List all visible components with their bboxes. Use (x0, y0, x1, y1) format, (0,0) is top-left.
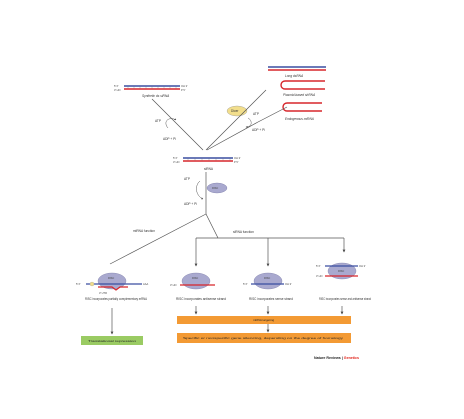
endogenous-mirna-label: Endogenous miRNA (285, 117, 314, 121)
adp-label-2: ADP + Pi (252, 128, 265, 132)
branch-lines (109, 213, 346, 267)
antisense-risc-node: RISC 3' HO (170, 272, 215, 290)
synthetic-sirna-5p: 5' P (114, 84, 119, 88)
antisense-risc-label: RISC (192, 276, 198, 280)
sirna-oh3: OH 3' (234, 156, 241, 160)
dicer: Dicer (226, 105, 248, 117)
mirna-5p: 5' P (76, 282, 81, 286)
both-oh3: OH 3' (359, 264, 366, 268)
both-5p: 5' P (316, 264, 321, 268)
synthetic-sirna: 5' P OH 3' 3' HO P 5' Synthetic ds siRNA (114, 84, 188, 98)
atp-cycle-right: ATP ADP + Pi (245, 112, 265, 132)
credit-main: Nature Reviews (314, 356, 341, 360)
sense-risc-node: RISC 5' P OH 3' (243, 272, 292, 290)
sirna-duplex: 5' P OH 3' 3' HO P 5' siRNA (173, 156, 241, 171)
mirna-utr: 3' UTR (99, 291, 107, 295)
convergence-lines (151, 89, 288, 151)
atp-cycle-left: ATP ADP + Pi (155, 118, 177, 141)
long-dsrna: Long dsRNA (268, 66, 326, 78)
adp-label-1: ADP + Pi (163, 137, 176, 141)
dicer-label: Dicer (231, 109, 239, 113)
both-ho3: 3' HO (316, 274, 323, 278)
endogenous-mirna: Endogenous miRNA (282, 102, 322, 121)
silencing-label: Specific or nonspecific gene silencing, … (183, 336, 344, 340)
caption-antisense: RISC incorporates antisense strand (176, 297, 226, 301)
caption-both: RISC incorporates sense and antisense st… (319, 297, 371, 301)
translational-repression-box: Translational repression (81, 336, 143, 345)
mrna-targeting-box: mRNA targeting (177, 316, 351, 324)
sirna-ho3: 3' HO (173, 160, 180, 164)
atp-label-3: ATP (184, 177, 190, 181)
adp-label-3: ADP + Pi (184, 202, 197, 206)
mirna-risc-label: RISC (108, 276, 114, 280)
sense-5p: 5' P (243, 282, 248, 286)
mirna-risc-node: RISC 5' P AAA 3' UTR (76, 272, 148, 295)
mirna-function-label: miRNA function (133, 229, 155, 233)
risc-top-label: RISC (212, 186, 218, 190)
sirna-5p: 5' P (173, 156, 178, 160)
both-risc-label: RISC (338, 269, 344, 273)
sirna-label: siRNA (204, 167, 214, 171)
dicer-ellipse (226, 105, 248, 117)
synthetic-sirna-ho3: 3' HO (114, 88, 121, 92)
translational-repression-label: Translational repression (88, 339, 136, 343)
caption-mirna: RISC incorporates partially complementar… (85, 297, 148, 301)
mrna-targeting-label: mRNA targeting (253, 318, 275, 322)
plasmid-shrna-label: Plasmid-based shRNA (283, 93, 315, 97)
atp-cycle-bottom: ATP ADP + Pi (184, 177, 204, 206)
caption-sense: RISC incorporates sense strand (249, 297, 293, 301)
credit-separator: | (341, 356, 344, 360)
sirna-function-label: siRNA function (233, 230, 254, 234)
sense-oh3: OH 3' (285, 282, 292, 286)
credit-sub: Genetics (344, 356, 359, 360)
atp-label-1: ATP (155, 119, 161, 123)
plasmid-shrna: Plasmid-based shRNA (280, 80, 325, 97)
both-strands-risc-node: RISC 5' P OH 3' 3' HO (316, 262, 366, 280)
sense-risc-label: RISC (264, 276, 270, 280)
synthetic-sirna-p5end: P 5' (181, 88, 186, 92)
antisense-ho3: 3' HO (170, 283, 177, 287)
mirna-aaa: AAA (143, 282, 148, 286)
risc-top: RISC (206, 182, 228, 194)
silencing-box: Specific or nonspecific gene silencing, … (177, 333, 351, 343)
sirna-p5end: P 5' (234, 160, 239, 164)
result-arrows (110, 306, 344, 335)
synthetic-sirna-label: Synthetic ds siRNA (142, 94, 169, 98)
long-dsrna-label: Long dsRNA (285, 74, 303, 78)
atp-label-2: ATP (253, 112, 259, 116)
synthetic-sirna-oh3: OH 3' (181, 84, 188, 88)
journal-credit: Nature Reviews | Genetics (314, 356, 359, 360)
